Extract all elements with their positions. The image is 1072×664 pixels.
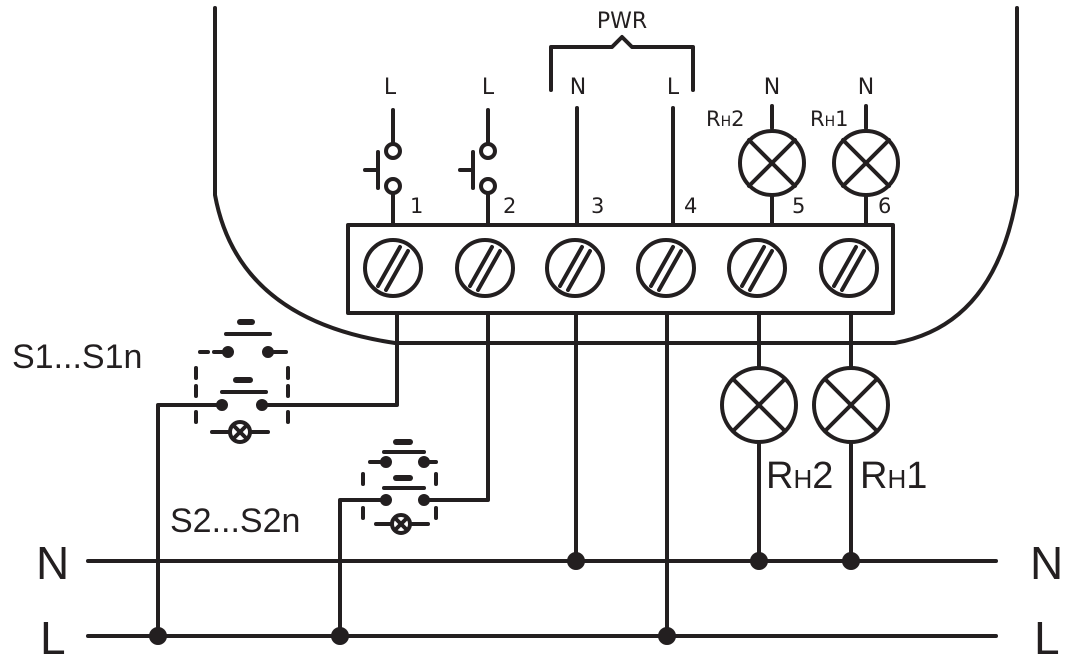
terminal-screw-6 <box>819 238 879 298</box>
external-load-rh2-label: RH2 <box>766 455 833 497</box>
labels: PWR L L N L N N 1 2 3 4 5 6 RH2 RH1 RH2 … <box>12 9 1063 664</box>
terminal-4-supply-label: L <box>667 75 680 100</box>
terminal-screw-4 <box>636 238 696 298</box>
internal-wiring <box>363 35 900 227</box>
terminal-2-number: 2 <box>503 194 516 218</box>
internal-load-rh1-label: RH1 <box>810 107 849 131</box>
terminal-screws <box>363 238 879 298</box>
terminal-screw-1 <box>363 238 423 298</box>
line-bus-label-left: L <box>40 612 66 664</box>
line-bus-label-right: L <box>1034 612 1060 664</box>
terminal-screw-3 <box>545 238 605 298</box>
neutral-bus-label-right: N <box>1030 537 1063 589</box>
external-load-rh1-label: RH1 <box>860 455 927 497</box>
terminal-6-number: 6 <box>878 194 891 218</box>
terminal-screw-5 <box>727 238 787 298</box>
device-housing <box>213 6 1019 345</box>
terminal-4-number: 4 <box>684 194 697 218</box>
terminal-3-number: 3 <box>591 194 604 218</box>
external-wiring <box>86 311 998 638</box>
terminal-1-number: 1 <box>410 194 423 218</box>
terminal-3-supply-label: N <box>570 75 586 100</box>
terminal-block <box>346 223 895 315</box>
switch-group-2-label: S2...S2n <box>170 502 300 540</box>
pwr-label: PWR <box>597 9 647 34</box>
terminal-5-supply-label: N <box>764 75 780 100</box>
switch-group-1-label: S1...S1n <box>12 338 142 376</box>
terminal-screw-2 <box>455 238 515 298</box>
internal-load-rh2-label: RH2 <box>706 107 745 131</box>
terminal-1-supply-label: L <box>384 75 397 100</box>
neutral-bus-label-left: N <box>36 537 69 589</box>
terminal-2-supply-label: L <box>482 75 495 100</box>
switch-group-2-symbol <box>361 439 438 535</box>
switch-group-1-symbol <box>194 319 290 444</box>
terminal-5-number: 5 <box>792 194 805 218</box>
terminal-6-supply-label: N <box>858 75 874 100</box>
junction-dots <box>149 552 860 645</box>
